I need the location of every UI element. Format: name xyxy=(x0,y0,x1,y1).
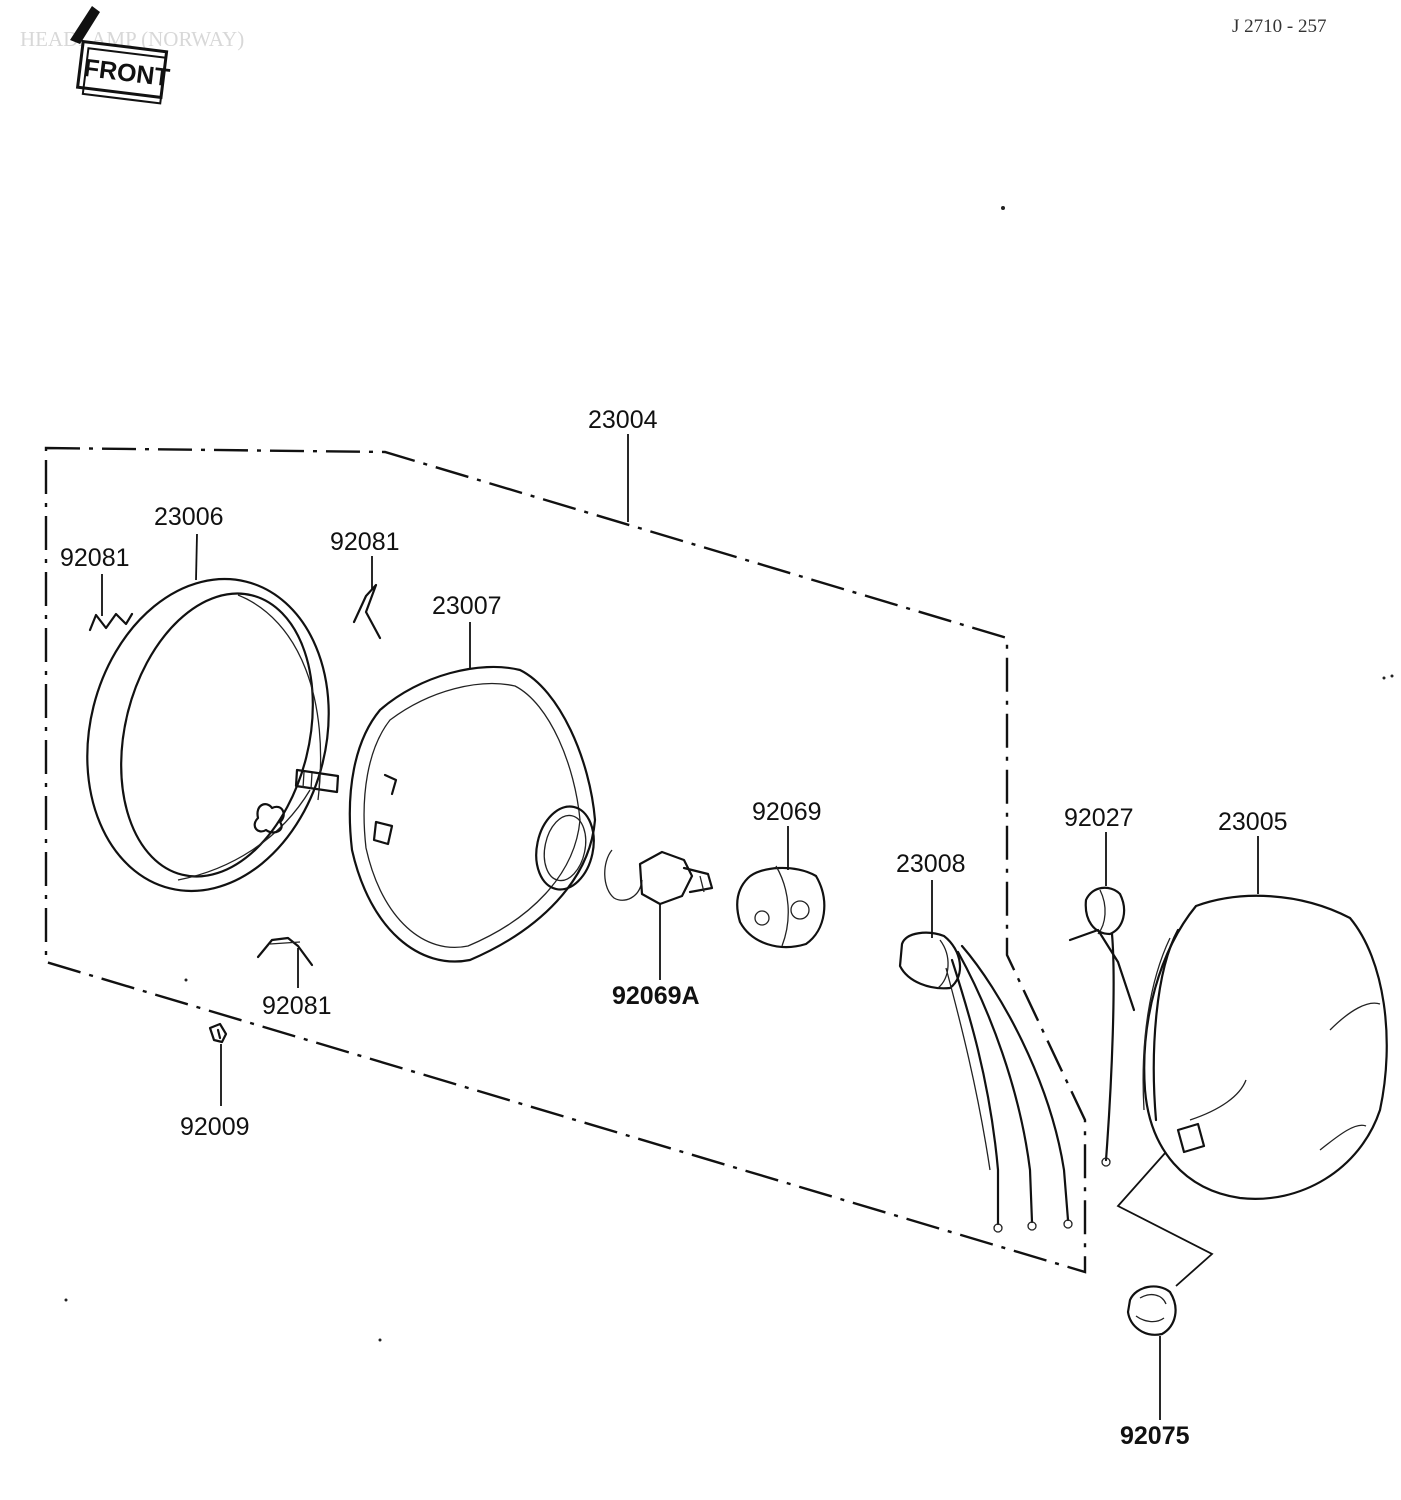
headlamp-unit-23007 xyxy=(348,622,597,963)
socket-cap-92069 xyxy=(736,826,826,949)
front-direction-stamp: FRONT xyxy=(70,6,171,105)
spring-clip-92081-left xyxy=(88,574,134,632)
part-label-92027: 92027 xyxy=(1064,804,1134,832)
spring-clip-92081-top xyxy=(352,556,382,640)
part-label-23008: 23008 xyxy=(896,850,966,878)
grommet-92027 xyxy=(1068,832,1136,1167)
part-label-92009: 92009 xyxy=(180,1113,250,1141)
part-label-92081-bottom: 92081 xyxy=(262,992,332,1020)
part-label-23007: 23007 xyxy=(432,592,502,620)
reference-code: J 2710 - 257 xyxy=(1232,16,1326,37)
spring-clip-92081-bottom xyxy=(256,936,314,988)
part-label-92069: 92069 xyxy=(752,798,822,826)
rim-ring-23006 xyxy=(86,533,340,893)
part-label-92069A: 92069A xyxy=(612,982,700,1010)
screw-92009 xyxy=(208,1022,228,1106)
bulb-92069A xyxy=(604,849,714,980)
assembly-outline-23004 xyxy=(44,446,1087,1274)
part-label-23006: 23006 xyxy=(154,503,224,531)
part-label-92075: 92075 xyxy=(1120,1422,1190,1450)
part-label-23005: 23005 xyxy=(1218,808,1288,836)
wiring-socket-23008 xyxy=(898,880,1073,1233)
part-label-92081-left: 92081 xyxy=(60,544,130,572)
part-label-92081-top: 92081 xyxy=(330,528,400,556)
headlamp-housing-23005 xyxy=(1142,836,1388,1200)
scan-specks xyxy=(64,206,1394,1342)
part-label-23004: 23004 xyxy=(588,406,658,434)
nut-92075 xyxy=(1116,1151,1214,1420)
